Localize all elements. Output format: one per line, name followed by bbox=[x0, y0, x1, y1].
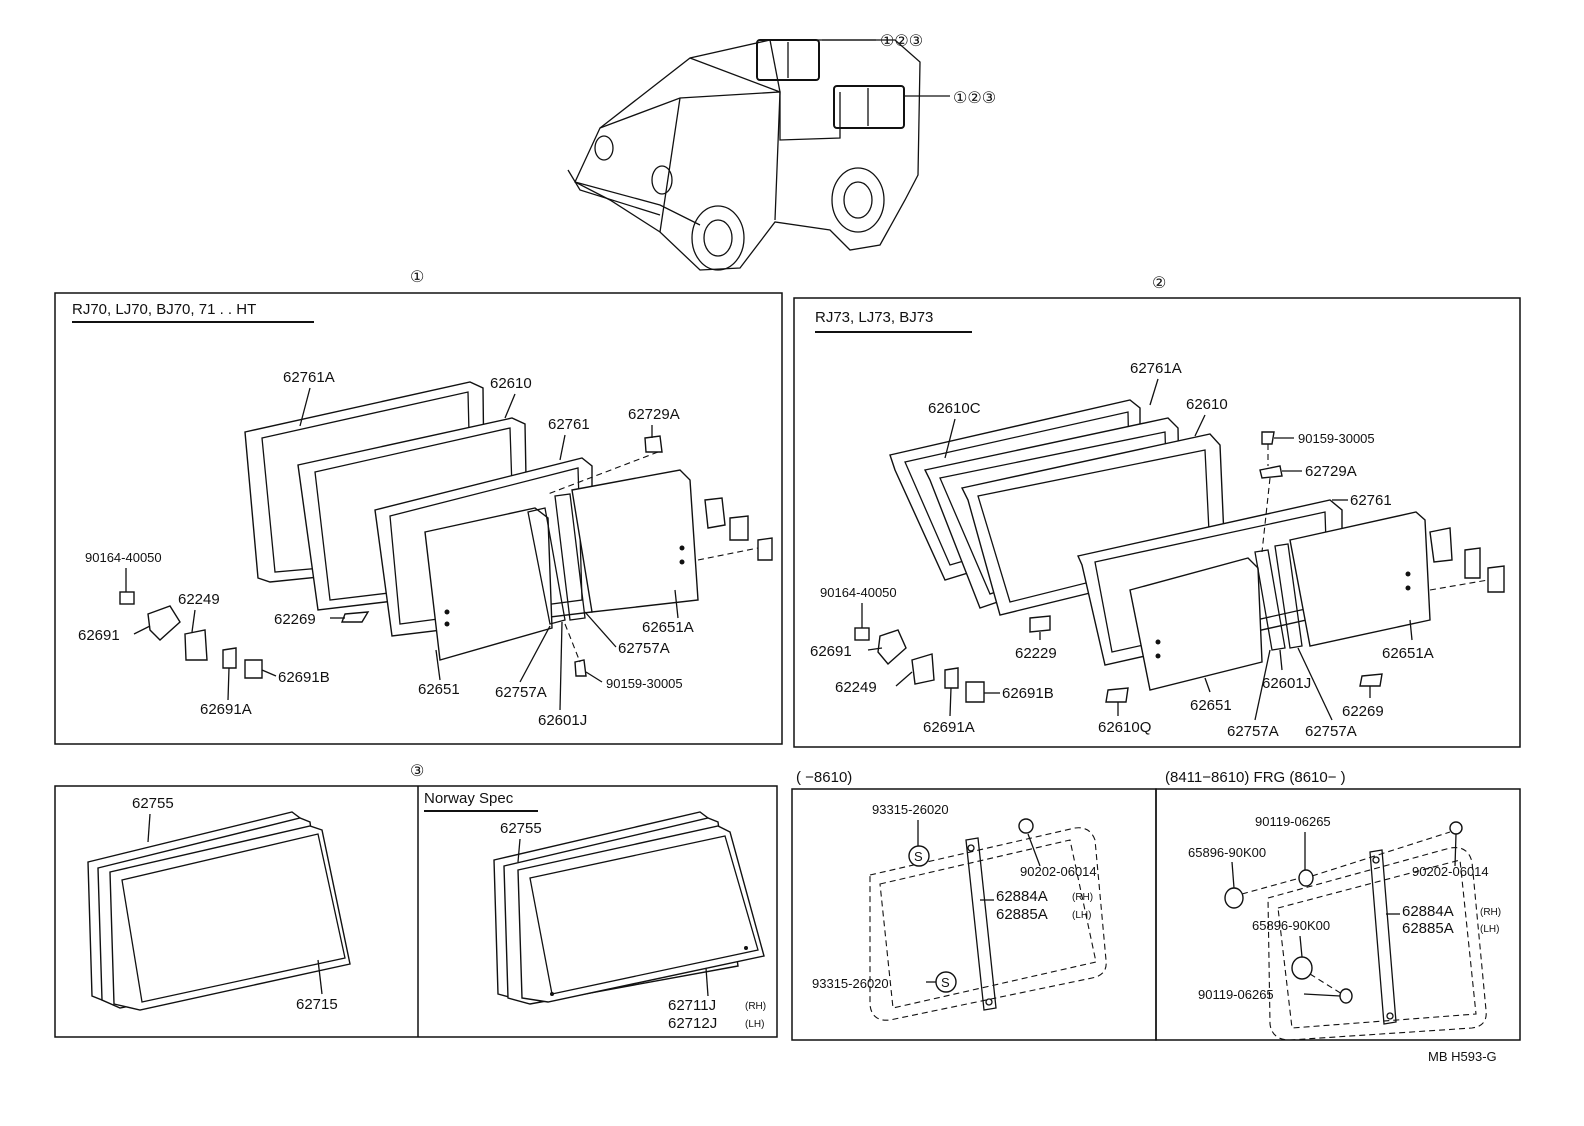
s1-lbl-0: 62761A bbox=[283, 369, 335, 386]
s5-lbl-8: 90119-06265 bbox=[1198, 987, 1274, 1002]
section-1-leaders bbox=[125, 387, 679, 711]
s2-lbl-6: 90164-40050 bbox=[820, 585, 897, 600]
s1-lbl-2: 62761 bbox=[548, 416, 590, 433]
s4-lbl-4: 62885A bbox=[996, 906, 1048, 923]
s1-lbl-10: 62691B bbox=[278, 669, 330, 686]
footer-code: MB H593-G bbox=[1428, 1049, 1497, 1064]
section-2-labels: 62761A 62610C 62610 90159-30005 62729A 6… bbox=[810, 360, 1434, 740]
s2-lbl-18: 62757A bbox=[1305, 723, 1357, 740]
s2-lbl-9: 62651A bbox=[1382, 645, 1434, 662]
section-5-slider-frame bbox=[1224, 821, 1487, 1041]
s5-lbl-7: 65896-90K00 bbox=[1252, 918, 1330, 933]
section-4-range: ( −8610) bbox=[796, 769, 852, 786]
norway-spec-label: Norway Spec bbox=[424, 790, 514, 807]
s2-lbl-11: 62691B bbox=[1002, 685, 1054, 702]
s2-lbl-5: 62761 bbox=[1350, 492, 1392, 509]
s2-lbl-14: 62691A bbox=[923, 719, 975, 736]
section-1-marker: ① bbox=[410, 269, 424, 286]
s4-lbl-3: (RH) bbox=[1072, 892, 1093, 903]
s5-lbl-6: (LH) bbox=[1480, 924, 1499, 935]
section-1-glass-stack bbox=[119, 381, 773, 679]
s3-left-lbl-0: 62755 bbox=[132, 795, 174, 812]
section-3-right-glass bbox=[493, 811, 765, 1005]
s2-lbl-12: 62601J bbox=[1262, 675, 1311, 692]
s3-left-lbl-1: 62715 bbox=[296, 996, 338, 1013]
s1-lbl-6: 62691 bbox=[78, 627, 120, 644]
s5-lbl-3: 62884A bbox=[1402, 903, 1454, 920]
s4-lbl-1: 90202-06014 bbox=[1020, 864, 1097, 879]
s2-lbl-15: 62651 bbox=[1190, 697, 1232, 714]
section-2-model: RJ73, LJ73, BJ73 bbox=[815, 309, 933, 326]
s5-lbl-4: (RH) bbox=[1480, 907, 1501, 918]
s2-lbl-13: 62269 bbox=[1342, 703, 1384, 720]
section-2-frame bbox=[793, 297, 1521, 748]
s1-lbl-3: 62729A bbox=[628, 406, 680, 423]
s1-lbl-5: 62249 bbox=[178, 591, 220, 608]
s4-lbl-2: 62884A bbox=[996, 888, 1048, 905]
s1-lbl-4: 90164-40050 bbox=[85, 550, 162, 565]
s3-right-lbl-4: (LH) bbox=[745, 1019, 764, 1030]
s2-lbl-3: 90159-30005 bbox=[1298, 431, 1375, 446]
svg-text:S: S bbox=[941, 975, 950, 990]
s4-lbl-6: 93315-26020 bbox=[812, 976, 889, 991]
section-4-leaders bbox=[917, 820, 1041, 983]
s2-lbl-17: 62757A bbox=[1227, 723, 1279, 740]
section-3-frame bbox=[54, 785, 778, 1038]
s3-right-lbl-2: (RH) bbox=[745, 1001, 766, 1012]
s2-lbl-7: 62691 bbox=[810, 643, 852, 660]
s1-lbl-12: 62757A bbox=[495, 684, 547, 701]
s1-lbl-14: 62691A bbox=[200, 701, 252, 718]
s4-lbl-0: 93315-26020 bbox=[872, 802, 949, 817]
section-5-range: (8411−8610) FRG (8610− ) bbox=[1165, 769, 1346, 786]
s4-lbl-5: (LH) bbox=[1072, 910, 1091, 921]
top-callout-2: ①②③ bbox=[953, 90, 996, 107]
section-3-left-glass bbox=[87, 811, 351, 1011]
section-1-frame bbox=[54, 292, 783, 745]
section-5-labels: 90119-06265 65896-90K00 90202-06014 6288… bbox=[1188, 814, 1501, 1002]
top-callout-1: ①②③ bbox=[880, 33, 923, 50]
s2-lbl-16: 62610Q bbox=[1098, 719, 1151, 736]
svg-text:S: S bbox=[914, 849, 923, 864]
s2-lbl-10: 62249 bbox=[835, 679, 877, 696]
section-5-frame bbox=[1155, 788, 1521, 1041]
section-3-marker: ③ bbox=[410, 763, 424, 780]
s5-lbl-5: 62885A bbox=[1402, 920, 1454, 937]
vehicle-illustration bbox=[567, 39, 950, 271]
s1-lbl-11: 62651 bbox=[418, 681, 460, 698]
s1-lbl-9: 62757A bbox=[618, 640, 670, 657]
section-2-leaders bbox=[861, 378, 1413, 721]
section-1-labels: 62761A 62610 62761 62729A 90164-40050 62… bbox=[78, 369, 694, 729]
s5-lbl-0: 90119-06265 bbox=[1255, 814, 1331, 829]
section-2-glass-stack bbox=[854, 399, 1505, 703]
s3-right-lbl-3: 62712J bbox=[668, 1015, 717, 1032]
s5-lbl-2: 90202-06014 bbox=[1412, 864, 1489, 879]
s1-lbl-15: 62601J bbox=[538, 712, 587, 729]
s1-lbl-1: 62610 bbox=[490, 375, 532, 392]
s3-right-lbl-0: 62755 bbox=[500, 820, 542, 837]
s1-lbl-8: 62651A bbox=[642, 619, 694, 636]
section-1-model: RJ70, LJ70, BJ70, 71 . . HT bbox=[72, 301, 256, 318]
section-4-labels: 93315-26020 90202-06014 62884A (RH) 6288… bbox=[812, 802, 1097, 991]
s2-lbl-4: 62729A bbox=[1305, 463, 1357, 480]
s1-lbl-13: 90159-30005 bbox=[606, 676, 683, 691]
s2-lbl-2: 62610 bbox=[1186, 396, 1228, 413]
s1-lbl-7: 62269 bbox=[274, 611, 316, 628]
s2-lbl-1: 62610C bbox=[928, 400, 981, 417]
s5-lbl-1: 65896-90K00 bbox=[1188, 845, 1266, 860]
section-4-slider-frame: S S bbox=[869, 818, 1107, 1021]
s2-lbl-0: 62761A bbox=[1130, 360, 1182, 377]
s3-right-lbl-1: 62711J bbox=[668, 997, 716, 1014]
section-5-leaders bbox=[1231, 832, 1457, 997]
section-2-marker: ② bbox=[1152, 275, 1166, 292]
s2-lbl-8: 62229 bbox=[1015, 645, 1057, 662]
